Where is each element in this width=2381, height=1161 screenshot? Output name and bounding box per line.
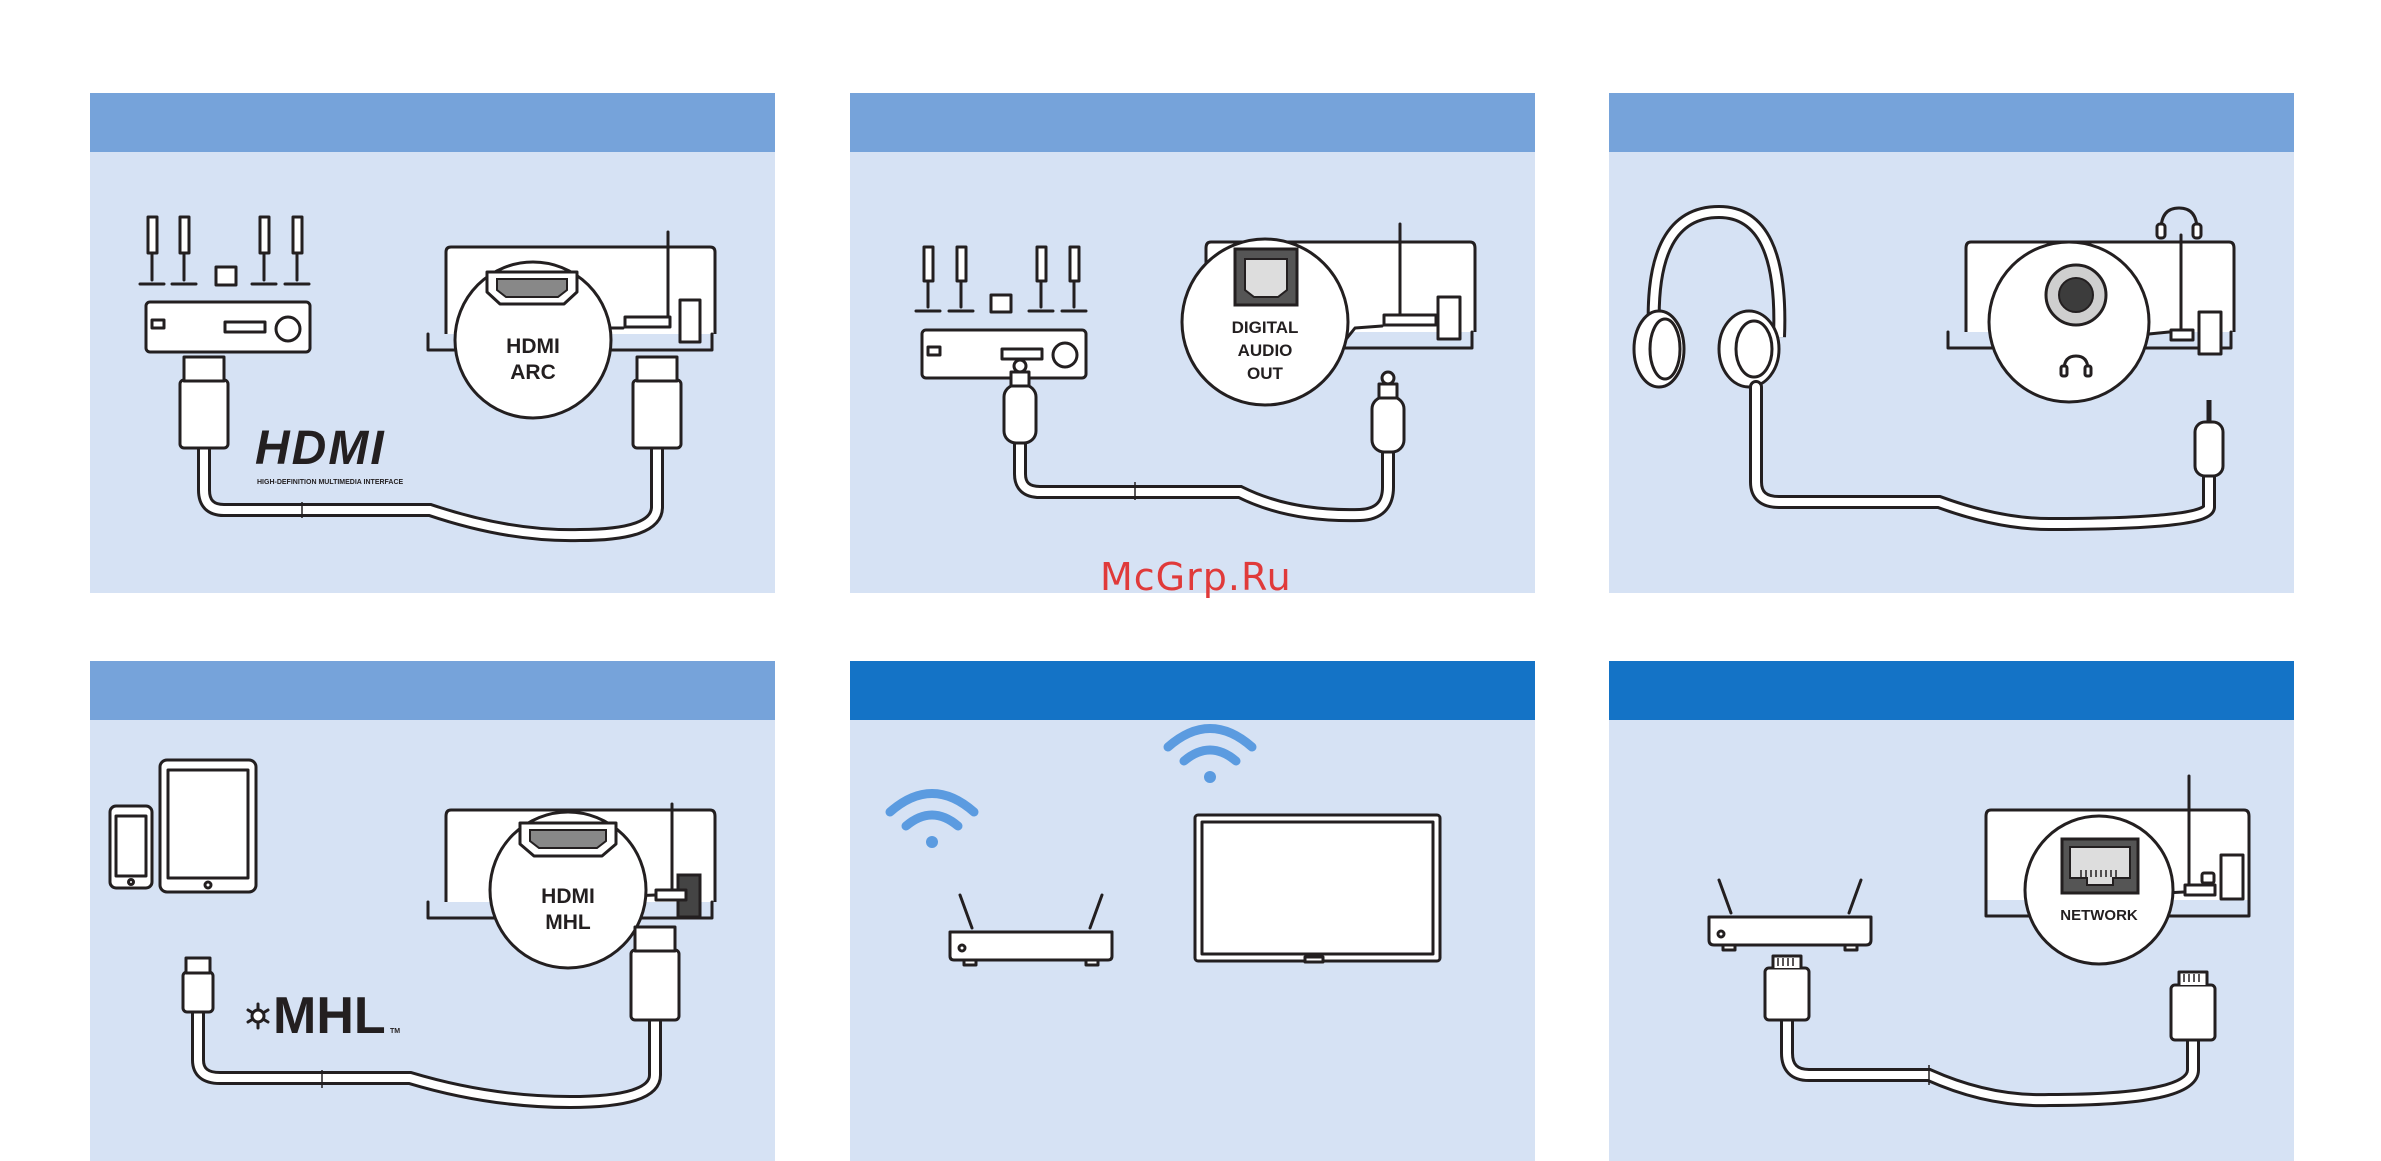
panel-header (90, 661, 775, 720)
av-receiver-icon (922, 330, 1086, 378)
wireless-diagram (850, 720, 1535, 1161)
hdmi-mhl-diagram: HDMI MHL MHL TM (90, 720, 775, 1161)
tv-front-icon (1195, 815, 1440, 962)
hdmi-logo: HDMI HIGH-DEFINITION MULTIMEDIA INTERFAC… (255, 422, 404, 486)
ethernet-cable-icon (1765, 956, 2215, 1100)
port-label-line2: AUDIO (1238, 341, 1293, 360)
headphone-cable-icon (1756, 387, 2223, 524)
smartphone-icon (110, 806, 152, 888)
panel-header (90, 93, 775, 152)
panel-network: NETWORK (1609, 661, 2294, 1161)
tablet-icon (160, 760, 256, 892)
wifi-router-icon (950, 895, 1112, 965)
mhl-logo: MHL TM (248, 987, 400, 1045)
logo-trademark: TM (390, 1028, 400, 1035)
headphones-icon (1634, 212, 1779, 387)
port-label-line1: NETWORK (2060, 907, 2138, 924)
logo-main: HDMI (255, 422, 386, 475)
av-receiver-icon (146, 302, 310, 352)
panel-header (850, 93, 1535, 152)
headphones-diagram (1609, 152, 2294, 593)
panel-headphones (1609, 93, 2294, 593)
panel-hdmi-arc: HDMI ARC HDMI HIGH-DEFINITION MULTIMEDIA… (90, 93, 775, 593)
logo-subtitle: HIGH-DEFINITION MULTIMEDIA INTERFACE (257, 479, 404, 486)
port-label-line1: DIGITAL (1232, 318, 1299, 337)
port-label-line1: HDMI (506, 335, 560, 358)
port-label-line3: OUT (1247, 364, 1284, 383)
panel-header (1609, 93, 2294, 152)
wifi-signal-icon (890, 794, 974, 849)
home-theater-speakers-icon (140, 217, 309, 285)
home-theater-speakers-icon (916, 247, 1086, 312)
panel-header (1609, 661, 2294, 720)
watermark: McGrp.Ru (1100, 555, 1292, 599)
small-headphones-icon (2157, 208, 2201, 238)
port-label-line2: ARC (510, 361, 556, 384)
panel-digital-audio-out: DIGITAL AUDIO OUT (850, 93, 1535, 593)
network-router-icon (1709, 880, 1871, 950)
panel-hdmi-mhl: HDMI MHL MHL TM (90, 661, 775, 1161)
panel-wireless (850, 661, 1535, 1161)
port-label-line1: HDMI (541, 885, 595, 908)
wifi-signal-icon (1168, 729, 1252, 784)
logo-main: MHL (273, 987, 386, 1045)
port-label-line2: MHL (545, 911, 591, 934)
hdmi-arc-diagram: HDMI ARC HDMI HIGH-DEFINITION MULTIMEDIA… (90, 152, 775, 593)
digital-audio-out-diagram: DIGITAL AUDIO OUT (850, 152, 1535, 593)
network-diagram: NETWORK (1609, 720, 2294, 1161)
panel-header (850, 661, 1535, 720)
optical-cable-icon (1004, 360, 1404, 515)
